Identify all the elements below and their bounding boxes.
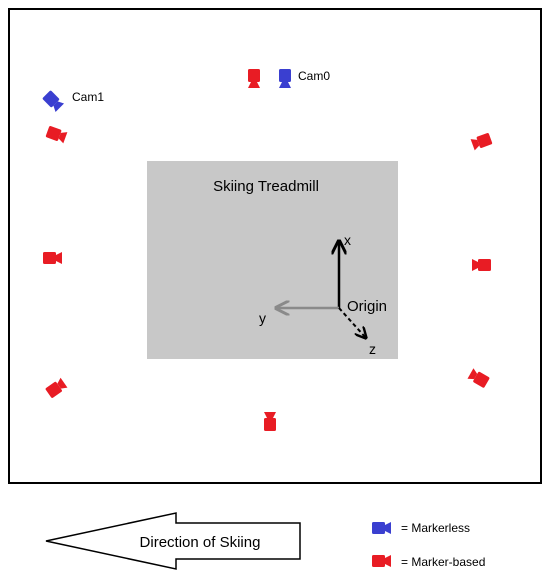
- camera-marker-based: [45, 126, 68, 144]
- direction-label: Direction of Skiing: [140, 534, 261, 551]
- camera-marker-based: [467, 368, 490, 388]
- camera-marker-based: [45, 377, 68, 398]
- cam1-label: Cam1: [72, 90, 104, 104]
- origin-label: Origin: [347, 298, 387, 315]
- legend-marker-based-icon: [372, 555, 391, 567]
- camera-cam1-markerless: [42, 90, 65, 113]
- camera-marker-based: [248, 69, 260, 88]
- camera-marker-based: [264, 412, 276, 431]
- z-axis-label: z: [369, 341, 376, 357]
- legend-markerless-label: = Markerless: [401, 521, 470, 535]
- direction-of-skiing-arrow: [45, 512, 301, 570]
- cam0-label: Cam0: [298, 69, 330, 83]
- camera-marker-based: [472, 259, 491, 271]
- legend-markerless-icon: [372, 522, 391, 534]
- camera-marker-based: [470, 133, 493, 151]
- legend-marker-based-label: = Marker-based: [401, 555, 485, 569]
- x-axis-label: x: [344, 232, 351, 248]
- treadmill-label: Skiing Treadmill: [213, 178, 319, 195]
- y-axis-label: y: [259, 310, 266, 326]
- camera-cam0-markerless: [279, 69, 291, 88]
- camera-marker-based: [43, 252, 62, 264]
